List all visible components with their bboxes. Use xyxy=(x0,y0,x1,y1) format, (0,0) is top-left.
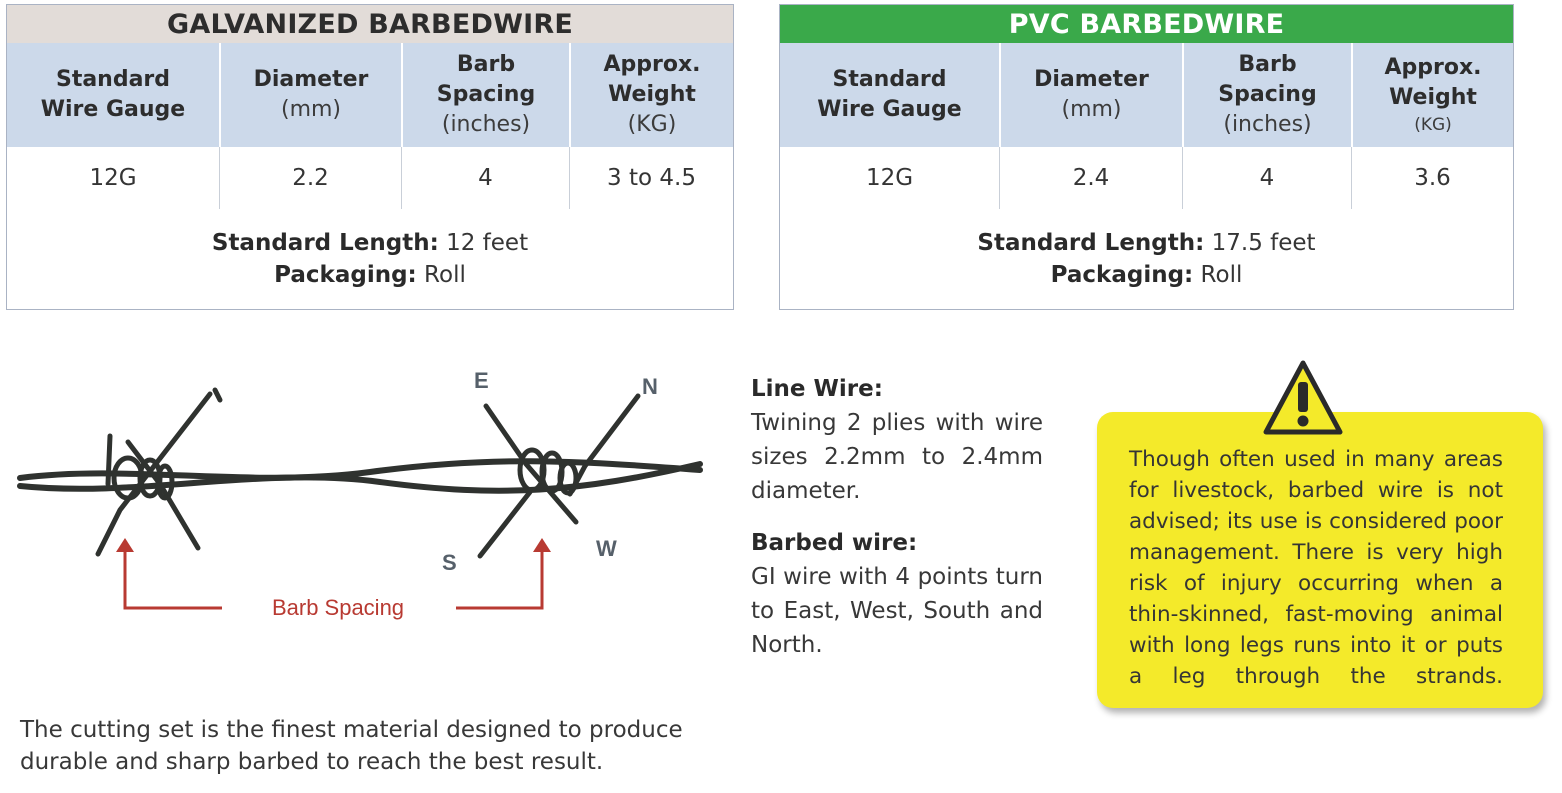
header-wire-gauge: Standard Wire Gauge xyxy=(40,67,186,122)
galvanized-title: GALVANIZED BARBEDWIRE xyxy=(7,5,733,43)
barbed-wire-diagram: E N S W Barb Spacing xyxy=(10,360,730,660)
barb-spacing-arrows xyxy=(123,548,544,610)
galvanized-spec-table: GALVANIZED BARBEDWIRE Standard Wire Gaug… xyxy=(6,4,734,310)
pvc-spec-table: PVC BARBEDWIRE Standard Wire Gauge Diame… xyxy=(779,4,1514,310)
galvanized-header-row: Standard Wire Gauge Diameter (mm) Barb S… xyxy=(7,43,733,147)
barbed-wire-text: GI wire with 4 points turn to East, West… xyxy=(751,564,1043,658)
warning-triangle-icon-svg xyxy=(1263,360,1343,435)
pvc-data-row: 12G 2.4 4 3.6 xyxy=(780,147,1513,209)
packaging-line: Packaging: Roll xyxy=(274,262,466,288)
direction-west-label: W xyxy=(596,536,617,561)
galvanized-data-row: 12G 2.2 4 3 to 4.5 xyxy=(7,147,733,209)
left-arrow-head xyxy=(116,538,134,552)
cell-diameter: 2.2 xyxy=(219,147,401,209)
left-barb xyxy=(95,387,223,557)
cutting-set-description: The cutting set is the finest material d… xyxy=(20,717,683,775)
standard-length-line: Standard Length: 12 feet xyxy=(211,230,529,256)
direction-south-label: S xyxy=(442,550,457,575)
line-wire-heading: Line Wire: xyxy=(751,376,883,402)
cell-approx-weight: 3.6 xyxy=(1351,147,1513,209)
header-diameter: Diameter (mm) xyxy=(999,43,1182,147)
barb-spacing-label: Barb Spacing xyxy=(272,595,404,620)
barbed-wire-illustration: E N S W Barb Spacing xyxy=(17,368,703,620)
wire-info: Line Wire: Twining 2 plies with wire siz… xyxy=(751,372,1043,662)
header-wire-gauge: Standard Wire Gauge xyxy=(817,67,962,122)
header-barb-spacing: Barb Spacing (inches) xyxy=(401,43,569,147)
barbed-wire-heading: Barbed wire: xyxy=(751,530,918,556)
header-approx-weight: Approx. Weight (KG) xyxy=(569,43,733,147)
galvanized-footer: Standard Length: 12 feet Packaging: Roll xyxy=(7,209,733,309)
direction-east-label: E xyxy=(474,368,489,393)
header-diameter: Diameter (mm) xyxy=(219,43,401,147)
right-arrow-head xyxy=(533,538,551,552)
header-barb-spacing: Barb Spacing (inches) xyxy=(1182,43,1351,147)
pvc-header-row: Standard Wire Gauge Diameter (mm) Barb S… xyxy=(780,43,1513,147)
cell-approx-weight: 3 to 4.5 xyxy=(569,147,733,209)
warning-triangle-icon xyxy=(1262,358,1344,440)
line-wire-text: Twining 2 plies with wire sizes 2.2mm to… xyxy=(751,410,1043,504)
warning-text: Though often used in many areas for live… xyxy=(1129,447,1503,689)
right-barb xyxy=(477,393,641,559)
cell-barb-spacing: 4 xyxy=(401,147,569,209)
cell-barb-spacing: 4 xyxy=(1182,147,1351,209)
header-approx-weight: Approx. Weight (KG) xyxy=(1351,43,1513,147)
pvc-title: PVC BARBEDWIRE xyxy=(780,5,1513,43)
packaging-line: Packaging: Roll xyxy=(1050,262,1243,288)
warning-box: Though often used in many areas for live… xyxy=(1097,412,1543,708)
wire-strands xyxy=(17,458,703,494)
standard-length-line: Standard Length: 17.5 feet xyxy=(977,230,1316,256)
cell-diameter: 2.4 xyxy=(999,147,1182,209)
cell-wire-gauge: 12G xyxy=(89,165,137,191)
direction-north-label: N xyxy=(642,374,658,399)
pvc-footer: Standard Length: 17.5 feet Packaging: Ro… xyxy=(780,209,1513,309)
cell-wire-gauge: 12G xyxy=(865,165,914,191)
